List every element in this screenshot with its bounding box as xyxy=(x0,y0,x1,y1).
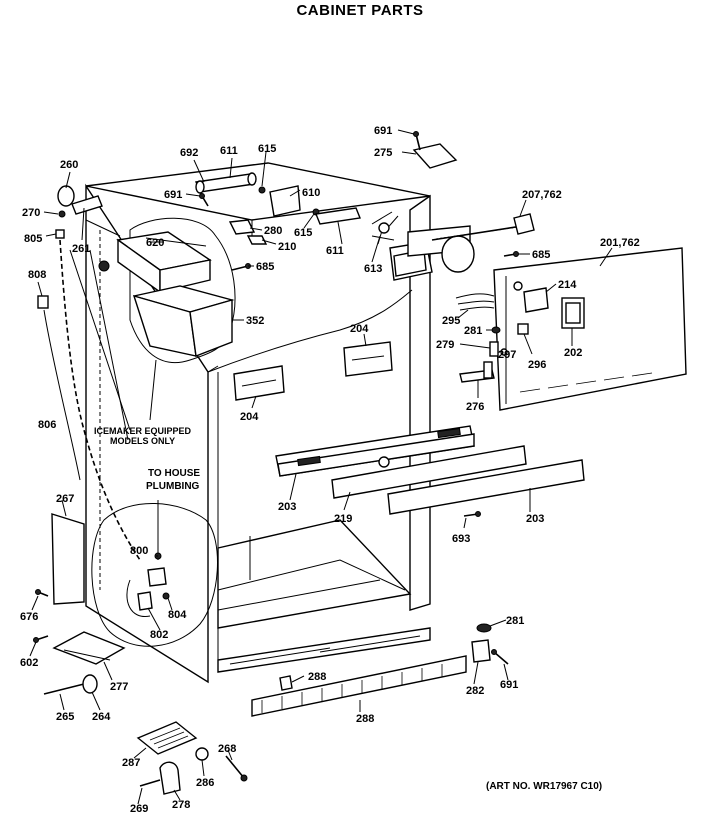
label-602: 602 xyxy=(20,657,38,669)
notes: ICEMAKER EQUIPPED MODELS ONLY TO HOUSE P… xyxy=(94,426,200,492)
toe-grille xyxy=(251,655,467,717)
freezer-control-parts xyxy=(195,172,361,271)
label-685-left: 685 xyxy=(256,261,274,273)
plumbing-note-line2: PLUMBING xyxy=(146,481,200,492)
label-297: 297 xyxy=(498,349,516,361)
label-691-top: 691 xyxy=(374,125,392,137)
label-611-upper: 611 xyxy=(220,145,238,157)
label-802: 802 xyxy=(150,629,168,641)
label-611-lower: 611 xyxy=(326,245,344,257)
label-805: 805 xyxy=(24,233,42,245)
label-676: 676 xyxy=(20,611,38,623)
label-613: 613 xyxy=(364,263,382,275)
shelf-rails xyxy=(275,425,585,517)
label-277: 277 xyxy=(110,681,128,693)
label-352: 352 xyxy=(246,315,264,327)
label-203-left: 203 xyxy=(278,501,296,513)
lower-right-parts xyxy=(471,623,509,665)
label-264: 264 xyxy=(92,711,111,723)
part-labels: 260 270 805 261 808 806 267 676 602 277 … xyxy=(20,125,640,815)
label-296: 296 xyxy=(528,359,546,371)
label-270: 270 xyxy=(22,207,40,219)
label-610: 610 xyxy=(302,187,320,199)
leader-lines xyxy=(29,129,613,805)
defrost-heater-coil xyxy=(431,213,535,241)
cabinet-shell xyxy=(85,162,431,684)
label-207-762: 207,762 xyxy=(522,189,562,201)
label-287: 287 xyxy=(122,757,140,769)
water-line-parts xyxy=(37,185,157,561)
label-692: 692 xyxy=(180,147,198,159)
icemaker-note-line1: ICEMAKER EQUIPPED xyxy=(94,426,192,436)
label-280: 280 xyxy=(264,225,282,237)
label-214: 214 xyxy=(558,279,577,291)
evaporator-cover-panel xyxy=(455,247,687,411)
icemaker-note-line2: MODELS ONLY xyxy=(110,436,175,446)
label-204-left: 204 xyxy=(240,411,259,423)
label-204-right: 204 xyxy=(350,323,369,335)
label-219: 219 xyxy=(334,513,352,525)
label-210: 210 xyxy=(278,241,296,253)
label-268: 268 xyxy=(218,743,236,755)
icemaker-assembly xyxy=(98,217,236,364)
label-201-762: 201,762 xyxy=(600,237,640,249)
label-288-clip: 288 xyxy=(308,671,326,683)
label-806: 806 xyxy=(38,419,56,431)
label-808: 808 xyxy=(28,269,46,281)
label-693: 693 xyxy=(452,533,470,545)
lower-left-parts xyxy=(33,513,248,795)
label-620: 620 xyxy=(146,237,164,249)
label-269: 269 xyxy=(130,803,148,815)
label-685-right: 685 xyxy=(532,249,550,261)
label-691-right: 691 xyxy=(500,679,518,691)
label-202: 202 xyxy=(564,347,582,359)
label-265: 265 xyxy=(56,711,74,723)
label-278: 278 xyxy=(172,799,190,811)
label-203-right: 203 xyxy=(526,513,544,525)
fan-motor-assembly xyxy=(371,131,475,281)
label-281-upper: 281 xyxy=(464,325,482,337)
label-261: 261 xyxy=(72,243,90,255)
plumbing-detail xyxy=(91,500,218,647)
label-691-left: 691 xyxy=(164,189,182,201)
label-800: 800 xyxy=(130,545,148,557)
label-281-lower: 281 xyxy=(506,615,524,627)
label-804: 804 xyxy=(168,609,187,621)
label-295: 295 xyxy=(442,315,460,327)
shelf-brackets xyxy=(233,341,393,401)
label-279: 279 xyxy=(436,339,454,351)
label-615-upper: 615 xyxy=(258,143,276,155)
plumbing-note-line1: TO HOUSE xyxy=(148,468,200,479)
label-267: 267 xyxy=(56,493,74,505)
label-260: 260 xyxy=(60,159,78,171)
label-615-lower: 615 xyxy=(294,227,312,239)
diagram-title: CABINET PARTS xyxy=(296,2,424,19)
label-282: 282 xyxy=(466,685,484,697)
label-275: 275 xyxy=(374,147,392,159)
label-288-grille: 288 xyxy=(356,713,374,725)
label-286: 286 xyxy=(196,777,214,789)
art-number: (ART NO. WR17967 C10) xyxy=(486,781,603,792)
label-276: 276 xyxy=(466,401,484,413)
